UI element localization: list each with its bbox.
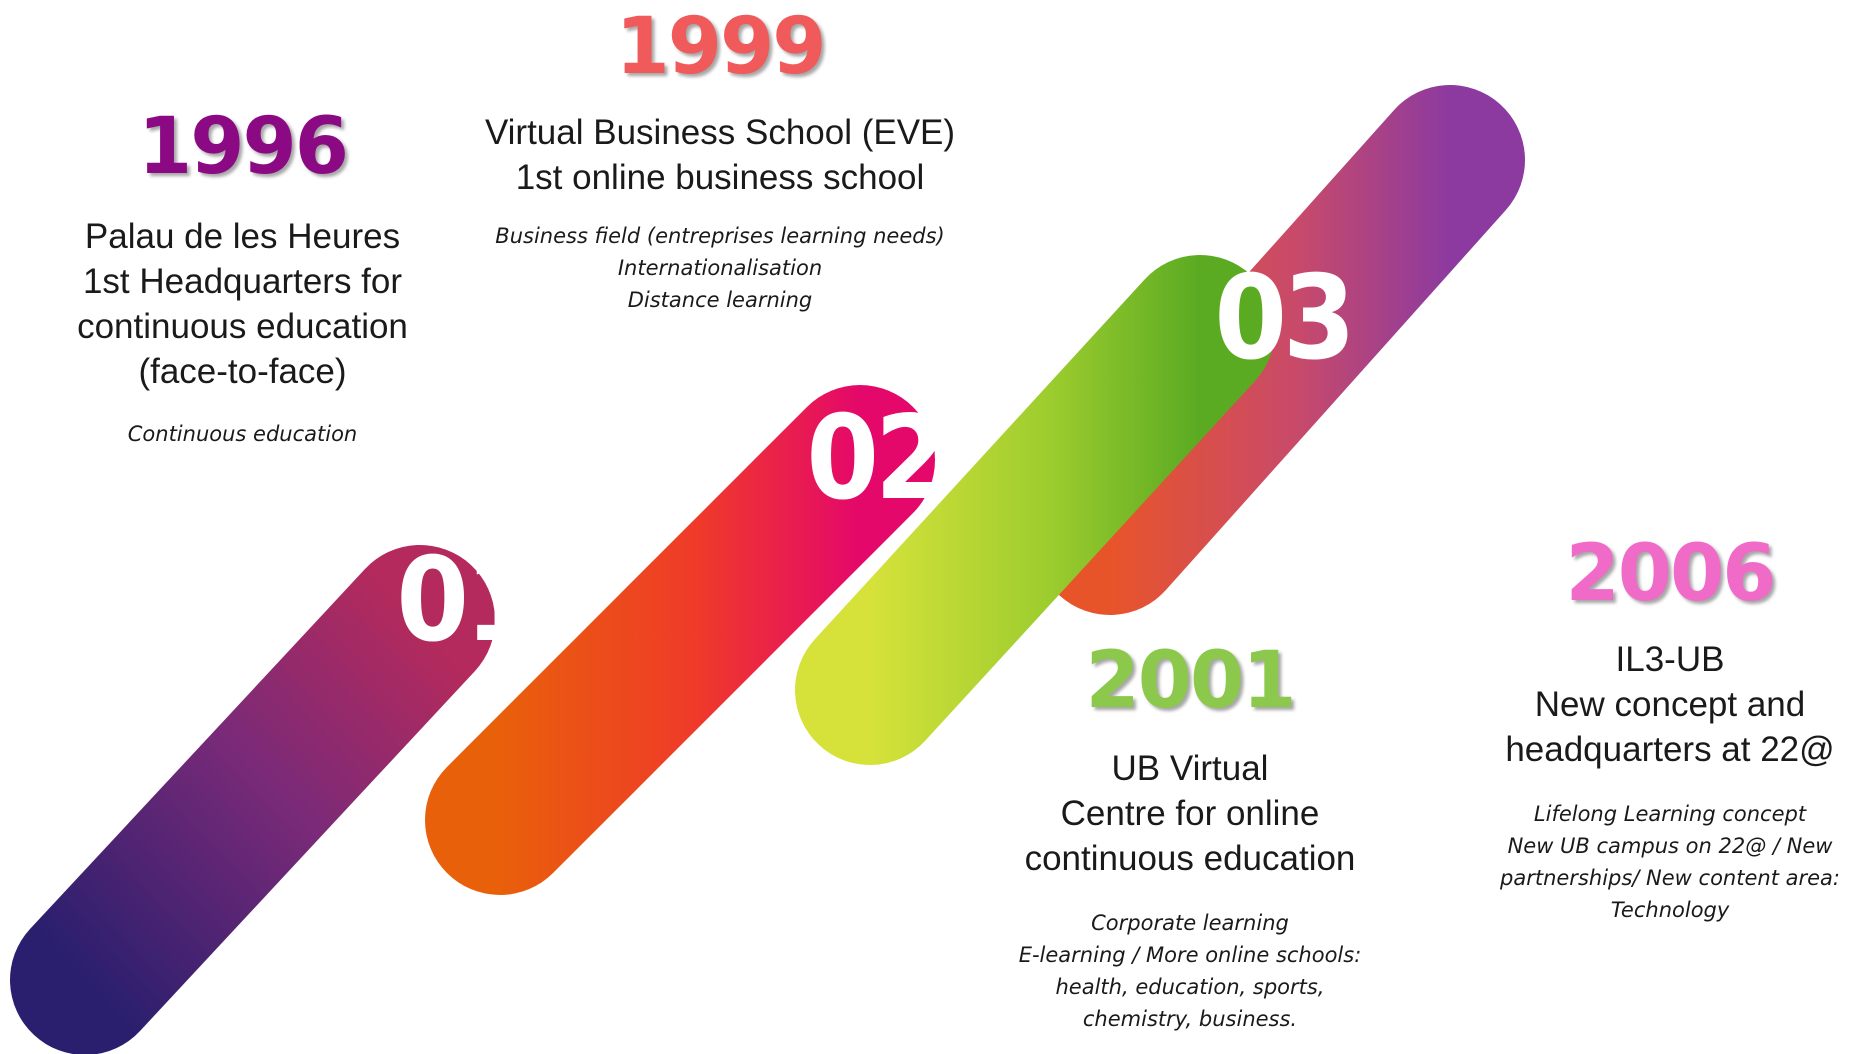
milestone-heading: Palau de les Heures 1st Headquarters for… [20, 214, 465, 394]
note-line: health, education, sports, [1055, 975, 1325, 999]
heading-line: continuous education [1024, 839, 1356, 878]
note-line: Business field (entreprises learning nee… [495, 224, 945, 248]
heading-line: IL3-UB [1615, 640, 1725, 679]
milestone-year: 1999 [615, 2, 826, 92]
note-line: partnerships/ New content area: [1500, 866, 1840, 890]
milestone-heading: Virtual Business School (EVE) 1st online… [420, 110, 1020, 200]
heading-line: headquarters at 22@ [1505, 730, 1835, 769]
note-line: Distance learning [627, 288, 813, 312]
heading-line: (face-to-face) [138, 352, 347, 391]
step-04-number: 04 [1626, 105, 1763, 240]
heading-line: New concept and [1534, 685, 1806, 724]
milestone-heading: IL3-UB New concept and headquarters at 2… [1485, 637, 1855, 772]
step-01-number: 01 [396, 533, 533, 668]
step-03-number: 03 [1214, 251, 1351, 386]
note-line: Continuous education [127, 422, 358, 446]
milestone-year: 2001 [1085, 636, 1296, 726]
milestone-notes: Business field (entreprises learning nee… [420, 220, 1020, 316]
heading-line: UB Virtual [1111, 749, 1269, 788]
step-01-arrow: 01 [10, 500, 555, 1054]
note-line: E-learning / More online schools: [1018, 943, 1362, 967]
note-line: Lifelong Learning concept [1533, 802, 1807, 826]
heading-line: Centre for online [1060, 794, 1320, 833]
note-line: Corporate learning [1091, 911, 1289, 935]
heading-line: 1st Headquarters for [82, 262, 403, 301]
note-line: New UB campus on 22@ / New [1507, 834, 1833, 858]
heading-line: Palau de les Heures [84, 217, 401, 256]
step-02-number: 02 [806, 391, 943, 526]
milestone-year: 1996 [137, 102, 349, 192]
milestone-notes: Corporate learning E-learning / More onl… [985, 907, 1395, 1035]
note-line: Internationalisation [617, 256, 823, 280]
milestone-1999: 1999 Virtual Business School (EVE) 1st o… [420, 8, 1020, 316]
heading-line: continuous education [77, 307, 408, 346]
note-line: chemistry, business. [1082, 1007, 1298, 1031]
milestone-heading: UB Virtual Centre for online continuous … [985, 746, 1395, 881]
note-line: Technology [1610, 898, 1730, 922]
milestone-notes: Lifelong Learning concept New UB campus … [1485, 798, 1855, 926]
milestone-2006: 2006 IL3-UB New concept and headquarters… [1485, 535, 1855, 926]
milestone-1996: 1996 Palau de les Heures 1st Headquarter… [20, 108, 465, 450]
milestone-notes: Continuous education [20, 418, 465, 450]
milestone-year: 2006 [1565, 529, 1776, 619]
milestone-2001: 2001 UB Virtual Centre for online contin… [985, 642, 1395, 1035]
step-03-arrow: 03 [795, 210, 1375, 765]
heading-line: 1st online business school [515, 158, 925, 197]
heading-line: Virtual Business School (EVE) [484, 113, 956, 152]
step-02-arrow: 02 [425, 355, 970, 895]
